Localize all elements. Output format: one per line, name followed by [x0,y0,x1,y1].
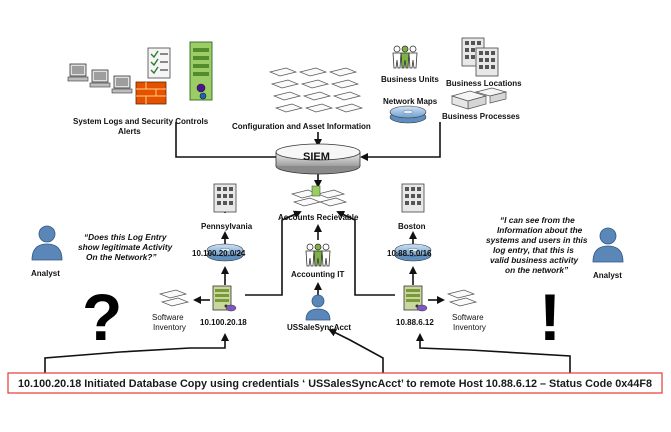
log-entry-text: 10.100.20.18 Initiated Database Copy usi… [18,378,652,390]
document-icon [271,79,299,89]
right-inventory-label-1: Software [452,313,484,322]
link-bos-host-accounts [336,210,395,296]
document-icon [335,103,363,113]
config-asset-cluster: Configuration and Asset Information [232,67,371,131]
building-icon [213,183,237,213]
business-locations-label: Business Locations [446,79,522,88]
firewall-icon [135,81,167,105]
workstation-icon [111,75,133,94]
document-icon [447,289,475,299]
document-icon [269,67,297,77]
accounts-receivable-label: Accounts Recievable [278,213,359,222]
right-analyst-quote-line: Information about the [497,225,583,235]
link-business-siem [360,122,441,161]
link-pa-host-accounts [245,210,302,296]
pennsylvania-subnet-label: 10.100.20.0/24 [192,249,246,258]
analyst-icon [31,225,63,261]
document-icon [293,197,321,207]
left-analyst-quote-line: On the Network?” [86,252,157,262]
siem-node: SIEM [275,143,361,175]
pennsylvania-label: Pennsylvania [201,222,253,231]
process-blocks-icon [450,87,508,110]
boston-site: Boston 10.88.5.0/16 10.88.6.12 Software … [387,183,486,332]
pennsylvania-host-label: 10.100.20.18 [200,318,247,327]
left-analyst-quote-line: “Does this Log Entry [84,232,167,242]
building-icon [401,183,425,213]
checklist-icon [147,47,171,79]
workstation-icon [67,63,89,82]
left-analyst-quote-line: show legitimate Activity [78,242,173,252]
right-inventory-label-2: Inventory [453,323,486,332]
pennsylvania-site: Pennsylvania 10.100.20.0/24 10.100.20.18… [152,183,253,332]
document-icon [333,91,361,101]
left-analyst-label: Analyst [31,269,60,278]
link-log-user [328,329,384,373]
link-logs-siem [175,122,284,161]
document-icon [159,289,187,299]
document-icon [161,297,189,307]
system-logs-cluster: System Logs and Security Controls Alerts [67,41,213,136]
document-icon [449,297,477,307]
building-icon [475,47,499,77]
document-icon [299,67,327,77]
host-server-icon [212,285,237,312]
siem-label: SIEM [303,151,330,163]
right-analyst-quote-line: systems and users in this [486,235,588,245]
accounting-it-label: Accounting IT [291,270,344,279]
right-analyst: Analyst “I can see from the Information … [486,215,624,354]
server-icon [311,185,321,197]
exclamation-mark: ! [539,280,561,354]
document-icon [303,91,331,101]
boston-host-label: 10.88.6.12 [396,318,434,327]
accounting-it-node: Accounting IT [291,243,344,279]
alerts-label: Alerts [118,127,141,136]
user-icon [305,294,331,321]
document-icon [305,103,333,113]
log-entry-bar: 10.100.20.18 Initiated Database Copy usi… [7,372,663,394]
config-asset-label: Configuration and Asset Information [232,122,371,131]
network-maps-label: Network Maps [383,97,438,106]
link-log-left-host [44,333,229,373]
business-units-label: Business Units [381,75,439,84]
document-icon [301,79,329,89]
document-icon [273,91,301,101]
boston-subnet-label: 10.88.5.0/16 [387,249,432,258]
business-context-cluster: Business Units Business Locations Networ… [381,37,522,124]
right-analyst-quote-line: valid business activity [490,255,578,265]
left-inventory-label-2: Inventory [153,323,186,332]
document-icon [331,79,359,89]
right-analyst-quote-line: log entry, that this is [493,245,574,255]
network-map-disk-icon [389,105,427,124]
right-analyst-quote-line: on the network” [505,265,569,275]
document-icon [317,189,345,199]
user-account-label: USSaleSyncAcct [287,323,351,332]
system-logs-label: System Logs and Security Controls [73,117,209,126]
people-icon [392,45,418,69]
workstation-icon [89,69,111,88]
analyst-icon [592,227,624,263]
accounts-receivable-node: Accounts Recievable [278,185,359,222]
left-analyst: Analyst “Does this Log Entry show legiti… [31,225,173,354]
business-processes-label: Business Processes [442,112,520,121]
right-analyst-label: Analyst [593,271,622,280]
link-log-right-host [416,333,571,373]
document-icon [329,67,357,77]
user-account-node: USSaleSyncAcct [287,294,351,332]
boston-label: Boston [398,222,426,231]
right-analyst-quote-line: “I can see from the [500,215,575,225]
server-rack-icon [189,41,213,101]
host-server-icon [403,285,428,312]
people-icon [305,243,331,267]
document-icon [275,103,303,113]
left-inventory-label-1: Software [152,313,184,322]
question-mark: ? [82,280,122,354]
connectors [44,122,571,373]
document-icon [319,197,347,207]
